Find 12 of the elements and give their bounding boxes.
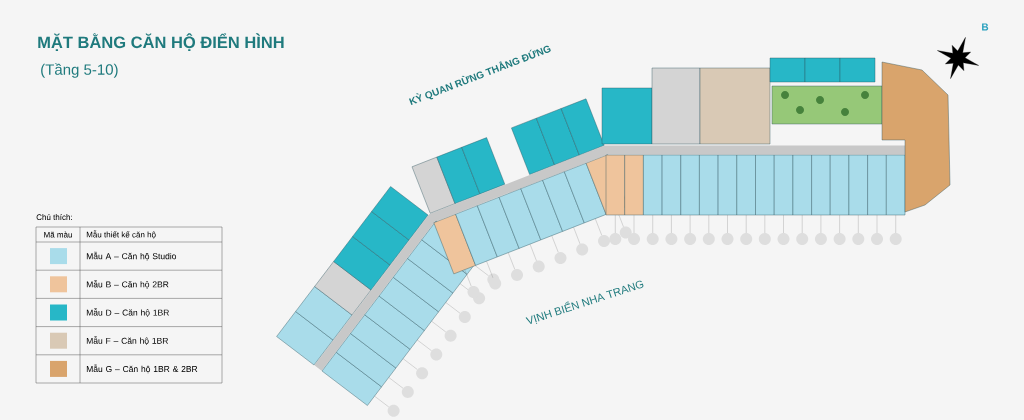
legend-text: Mẫu G – Căn hộ 1BR & 2BR [86, 364, 198, 374]
legend-title: Chú thích: [36, 214, 72, 220]
legend-text: Mẫu B – Căn hộ 2BR [86, 279, 169, 289]
area-label: VỊNH BIỂN NHA TRANG [525, 280, 644, 324]
title: MẶT BẰNG CĂN HỘ ĐIỂN HÌNH [38, 33, 284, 51]
legend-text: Mẫu D – Căn hộ 1BR [86, 308, 169, 317]
legend-text: Mẫu A – Căn hộ Studio [86, 251, 177, 261]
header-cell: Mã màu [44, 231, 72, 238]
header-cell: Mẫu thiết kế căn hộ [86, 230, 156, 239]
legend-text: Mẫu F – Căn hộ 1BR [86, 336, 168, 346]
compass-label: B [982, 23, 989, 31]
subtitle: (Tầng 5-10) [41, 63, 118, 78]
